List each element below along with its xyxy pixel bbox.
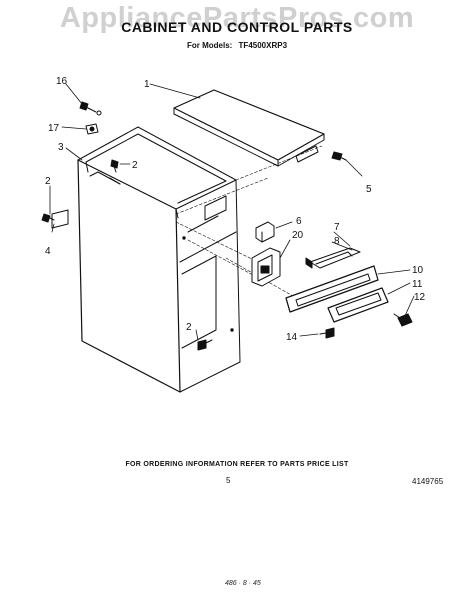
page-number: 5 <box>226 476 231 485</box>
callout-3: 3 <box>58 142 64 153</box>
callout-14: 14 <box>286 332 298 343</box>
screw-2-bottom <box>197 339 213 351</box>
screw-2-top <box>110 159 119 173</box>
callout-20: 20 <box>292 230 304 241</box>
bracket-7-8 <box>305 247 361 269</box>
callout-2-top: 2 <box>132 160 138 171</box>
cabinet <box>77 126 241 393</box>
callout-1: 1 <box>144 79 150 90</box>
bracket-4 <box>41 209 69 229</box>
screw-5 <box>331 151 347 161</box>
callout-4: 4 <box>45 246 51 257</box>
knob-12 <box>393 313 413 327</box>
switch-6 <box>255 221 275 243</box>
callout-2-left: 2 <box>45 176 51 187</box>
callout-labels: 1 16 17 3 2 2 4 5 6 7 8 20 10 11 12 14 2 <box>45 76 426 343</box>
model-number: TF4500XRP3 <box>238 41 288 50</box>
callout-7: 7 <box>334 222 340 233</box>
models-label: For Models: <box>186 41 233 50</box>
document-number: 4149765 <box>412 477 444 486</box>
lid <box>173 89 325 167</box>
callout-16: 16 <box>56 76 68 87</box>
overlay-11-12 <box>327 287 389 323</box>
models-line: For Models: TF4500XRP3 <box>0 41 474 50</box>
screw-16 <box>79 101 102 116</box>
callout-12: 12 <box>414 292 426 303</box>
leader-lines <box>49 83 415 341</box>
callout-10: 10 <box>412 265 424 276</box>
callout-2-bottom: 2 <box>186 322 192 333</box>
callout-17: 17 <box>48 123 60 134</box>
watermark: AppliancePartsPros.com <box>59 2 415 34</box>
callout-5: 5 <box>366 184 372 195</box>
callout-6: 6 <box>296 216 302 227</box>
grommet-17 <box>85 123 99 135</box>
callout-11: 11 <box>412 279 423 290</box>
handwritten-mark: 486 · 8 · 45 <box>225 580 261 587</box>
control-panel-10 <box>285 265 379 313</box>
control-housing-20 <box>251 247 281 287</box>
callout-8: 8 <box>334 236 340 247</box>
page-title: CABINET AND CONTROL PARTS <box>121 19 353 35</box>
screw-14 <box>319 327 335 339</box>
ordering-note: FOR ORDERING INFORMATION REFER TO PARTS … <box>125 461 349 468</box>
